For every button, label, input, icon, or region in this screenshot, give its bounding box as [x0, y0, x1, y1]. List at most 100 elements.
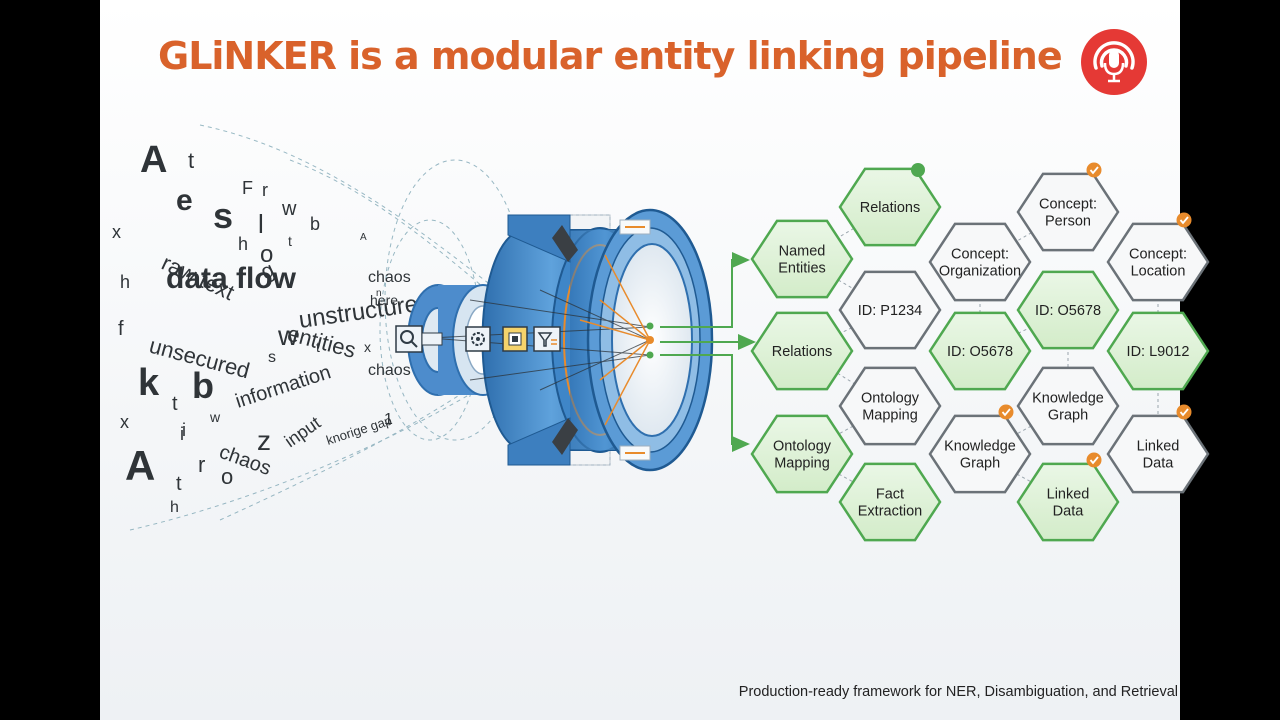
check-mark: [1179, 216, 1189, 225]
chaos-word: chaos: [368, 362, 411, 379]
hex-label: Fact: [876, 487, 904, 503]
check-icon: [1176, 404, 1192, 420]
chaos-word: w: [281, 198, 297, 220]
hex-label: Ontology: [773, 439, 832, 455]
chaos-word: F: [242, 178, 253, 198]
chaos-word: b: [192, 365, 214, 406]
chaos-word: b: [310, 214, 320, 234]
hex-label: Location: [1131, 264, 1186, 280]
chaos-word: n: [376, 288, 382, 299]
hex-node: ID: O5678: [1016, 270, 1120, 350]
hex-label: ID: L9012: [1127, 344, 1190, 360]
chaos-word: t: [288, 233, 292, 249]
podcast-mic-icon: [1080, 28, 1148, 96]
check-mark: [1179, 408, 1189, 417]
hex-shape: [838, 462, 942, 542]
chaos-word: here: [370, 292, 398, 308]
hex-shape: [750, 219, 854, 299]
chaos-word: s: [213, 195, 233, 236]
hex-label: Relations: [772, 344, 832, 360]
hex-label: Data: [1143, 456, 1175, 472]
hex-link: [979, 405, 1069, 455]
hex-label: Concept:: [1039, 197, 1097, 213]
hex-node: ID: P1234: [838, 270, 942, 350]
hex-label: Concept:: [1129, 247, 1187, 263]
hex-link: [801, 453, 891, 503]
hex-node: Concept:Location: [1106, 212, 1210, 302]
hex-node: Concept:Person: [1016, 162, 1120, 252]
hex-shape: [750, 414, 854, 494]
slide: GLiNKER is a modular entity linking pipe…: [100, 0, 1210, 720]
hex-label: ID: O5678: [1035, 303, 1101, 319]
hex-label: Knowledge: [1032, 391, 1104, 407]
chaos-word: A: [140, 139, 167, 181]
chaos-word: l: [258, 209, 264, 239]
hex-shape: [1016, 270, 1120, 350]
hex-node: ID: O5678: [928, 311, 1032, 391]
chaos-word: o: [221, 464, 233, 489]
hex-label: Named: [779, 244, 826, 260]
chaos-word: h: [120, 272, 130, 292]
chaos-word: o: [260, 241, 273, 268]
hex-label: Entities: [778, 261, 826, 277]
hex-shape: [1106, 311, 1210, 391]
hex-label: ID: P1234: [858, 303, 923, 319]
filter-icon: [533, 326, 561, 352]
chaos-word: r: [262, 180, 268, 200]
connector: [421, 332, 443, 346]
hex-label: Graph: [1048, 408, 1088, 424]
chaos-word: data flow: [166, 262, 297, 295]
hex-label: Concept:: [951, 247, 1009, 263]
hex-node: ID: L9012: [1106, 311, 1210, 391]
check-icon: [1086, 452, 1102, 468]
hex-label: Data: [1053, 504, 1085, 520]
check-icon: [998, 404, 1014, 420]
hex-shape: [928, 311, 1032, 391]
chaos-word: f: [118, 318, 124, 340]
hex-link: [979, 453, 1069, 503]
chaos-word: h: [238, 234, 248, 254]
hex-label: Mapping: [774, 456, 830, 472]
chaos-word: x: [364, 339, 371, 355]
chaos-word: chaos: [368, 269, 411, 286]
hex-shape: [928, 222, 1032, 302]
chaos-word: x: [112, 222, 121, 242]
check-icon: [1086, 162, 1102, 178]
hex-label: ID: O5678: [947, 344, 1013, 360]
gear-icon: [465, 326, 491, 352]
hex-label: Relations: [860, 200, 920, 216]
check-icon: [1176, 212, 1192, 228]
chaos-word: A: [125, 442, 155, 489]
hex-label: Linked: [1047, 487, 1090, 503]
check-mark: [1089, 166, 1099, 175]
output-connectors: [660, 252, 756, 452]
chaos-word: s: [268, 349, 276, 366]
chaos-word: t: [172, 393, 178, 415]
hex-label: Mapping: [862, 408, 918, 424]
hex-shape: [1016, 366, 1120, 446]
chaos-word: w: [209, 409, 221, 425]
chaos-word: z: [257, 425, 271, 456]
hex-label: Ontology: [861, 391, 920, 407]
chaos-word: i: [182, 420, 186, 440]
slide-caption: Production-ready framework for NER, Disa…: [738, 684, 1178, 700]
hex-node: Relations: [838, 167, 942, 247]
chaos-word: e: [176, 184, 193, 217]
chaos-word: A: [360, 232, 367, 243]
hex-label: Organization: [939, 264, 1021, 280]
chaos-word: h: [170, 499, 179, 516]
chaos-word: input: [281, 412, 324, 451]
slide-title: GLiNKER is a modular entity linking pipe…: [158, 34, 1063, 78]
hex-link: [801, 405, 891, 455]
hex-shape: [750, 311, 854, 391]
